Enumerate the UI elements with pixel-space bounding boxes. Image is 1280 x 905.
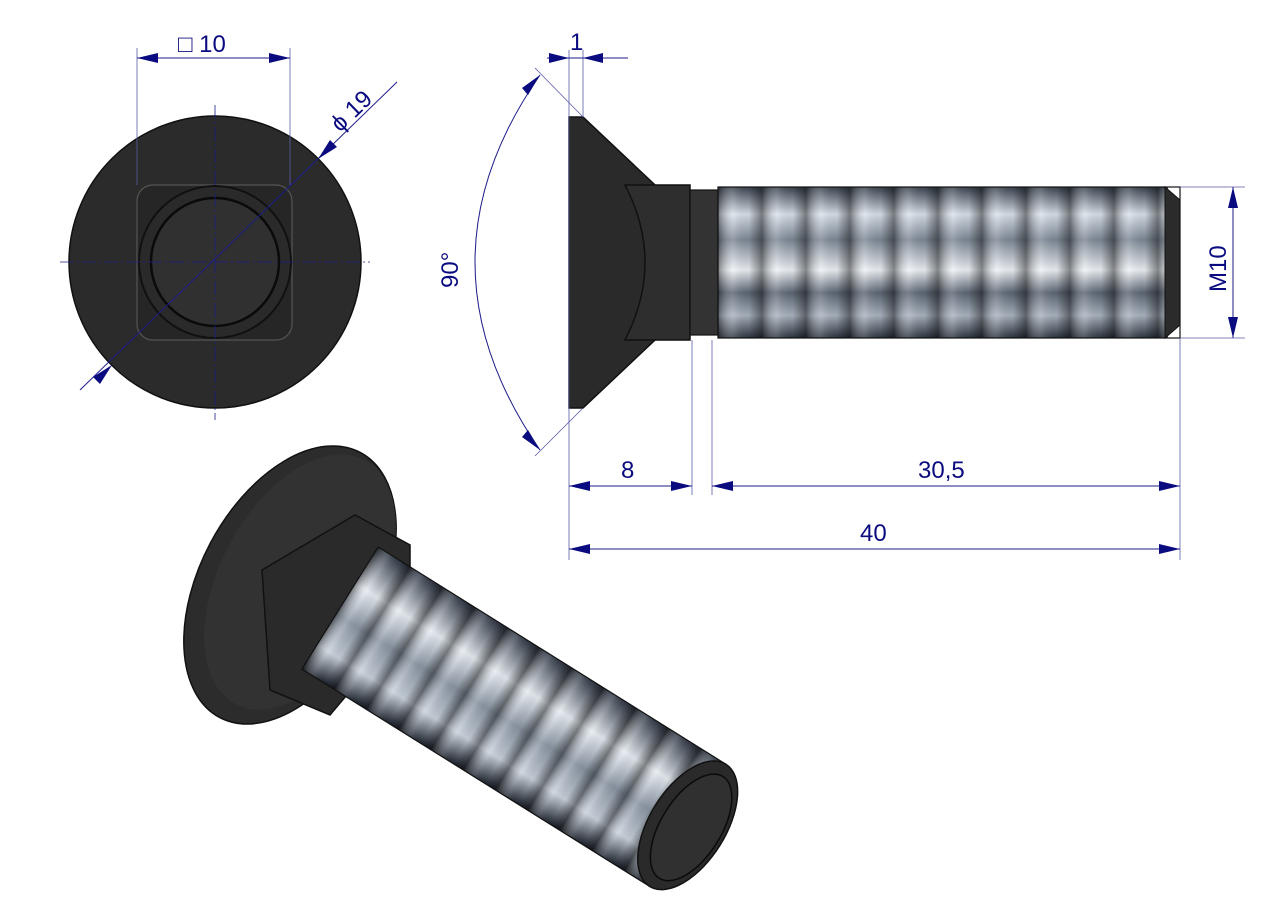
head-diameter-dimension: ϕ 19	[325, 85, 377, 137]
thread-length-dimension: 30,5	[918, 457, 965, 484]
thread-dimension: M10	[1205, 245, 1232, 292]
side-view: 1 90° M10 8 30,5 40	[437, 29, 1245, 560]
isometric-view	[183, 445, 739, 891]
front-view: □ 10 ϕ 19	[60, 31, 398, 420]
countersunk-head	[568, 116, 656, 409]
neck-length-dimension: 8	[621, 457, 634, 484]
head-edge-dimension: 1	[570, 29, 583, 56]
neck	[623, 184, 691, 341]
square-neck-dimension: □ 10	[178, 31, 226, 58]
total-length-dimension: 40	[860, 520, 887, 547]
head-angle-dimension: 90°	[437, 252, 464, 288]
undercut	[689, 189, 719, 336]
